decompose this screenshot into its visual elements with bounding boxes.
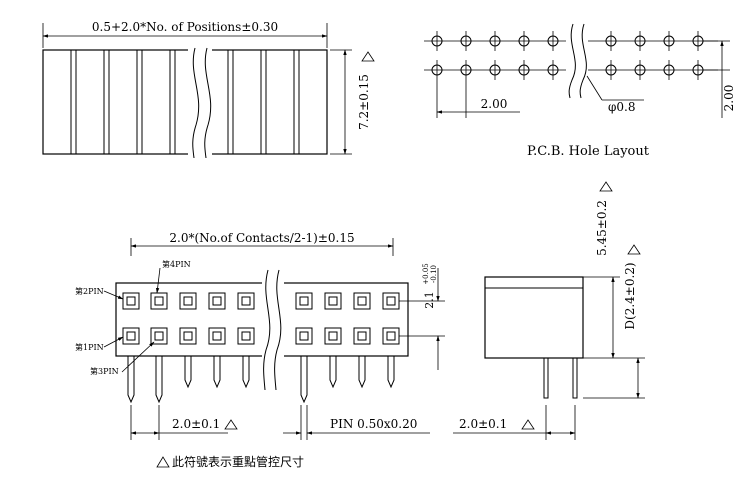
hole [634, 31, 646, 51]
side-pin [572, 357, 578, 399]
front-length-dim: 2.0*(No.of Contacts/2-1)±0.15 [169, 231, 354, 245]
pcb-layout-title: P.C.B. Hole Layout [527, 144, 650, 159]
hole [547, 31, 559, 51]
row-pitch-dim: 2.1 [423, 291, 436, 309]
hole [605, 31, 617, 51]
hole [605, 60, 617, 80]
pcb-holes [431, 31, 704, 118]
contact-pin [242, 356, 250, 389]
contact-pin [387, 356, 395, 389]
contact-slot [122, 327, 140, 345]
break-symbol [566, 22, 588, 99]
hole [460, 31, 472, 51]
contact-pin [300, 356, 308, 404]
contact-slot [353, 292, 371, 310]
contact-slot [122, 292, 140, 310]
pin1-label: 第1PIN [75, 342, 104, 352]
hole [489, 60, 501, 80]
top-height-dim: 7.2±0.15 [357, 74, 371, 130]
pcb-hole-layout: 2.00 φ0.8 2.00 P.C.B. Hole Layout [424, 22, 736, 159]
pcb-hole-dia-dim: φ0.8 [608, 100, 636, 114]
side-depth-dim: D(2.4±0.2) [623, 262, 637, 329]
contact-slot [208, 327, 226, 345]
contact-slot [353, 327, 371, 345]
row-pitch-tol-plus: +0.05 [422, 263, 430, 284]
side-pitch-dim: 2.0±0.1 [459, 417, 507, 431]
contact-slot [295, 292, 313, 310]
contact-pins [127, 356, 395, 404]
contact-slot [208, 292, 226, 310]
break-symbol [188, 44, 212, 160]
contact-slot [179, 292, 197, 310]
critical-dim-triangle [599, 181, 613, 192]
contact-slot [324, 292, 342, 310]
pcb-pitch-y-dim: 2.00 [722, 85, 736, 112]
hole [431, 31, 443, 51]
legend: 此符號表示重點管控尺寸 [156, 454, 304, 469]
top-length-dim: 0.5+2.0*No. of Positions±0.30 [92, 20, 278, 34]
contact-slot [179, 327, 197, 345]
pcb-pitch-x-dim: 2.00 [481, 97, 508, 111]
contact-slot [237, 292, 255, 310]
contact-pin [329, 356, 337, 389]
top-grooves [70, 50, 300, 154]
pin3-label: 第3PIN [90, 366, 119, 376]
front-view: 2.0*(No.of Contacts/2-1)±0.15 [75, 231, 445, 440]
hole [663, 31, 675, 51]
side-height-dim: 5.45±0.2 [595, 200, 609, 256]
critical-dim-triangle [627, 244, 641, 255]
pin2-label: 第2PIN [75, 286, 104, 296]
side-pin [543, 357, 549, 399]
side-view: 5.45±0.2 D(2.4±0.2) 2.0±0.1 [453, 181, 645, 440]
hole [634, 60, 646, 80]
contact-slot [150, 327, 168, 345]
hole [489, 31, 501, 51]
hole [547, 60, 559, 80]
front-pitch-dim: 2.0±0.1 [172, 417, 220, 431]
contact-pin [358, 356, 366, 389]
legend-note: 此符號表示重點管控尺寸 [172, 454, 304, 469]
break-symbol [262, 266, 284, 392]
top-view: 0.5+2.0*No. of Positions±0.30 7.2±0 [42, 20, 375, 160]
contact-pin [127, 356, 135, 404]
hole [518, 60, 530, 80]
critical-dim-triangle [521, 419, 535, 430]
contact-pin [184, 356, 192, 389]
hole [663, 60, 675, 80]
critical-dim-triangle [361, 51, 375, 62]
contact-slot [237, 327, 255, 345]
critical-dim-triangle [224, 419, 238, 430]
hole [431, 60, 443, 118]
critical-dim-triangle [156, 456, 170, 468]
hole [518, 31, 530, 51]
pin-size-dim: PIN 0.50x0.20 [330, 417, 417, 431]
contact-pin [155, 356, 163, 404]
pin4-label: 第4PIN [162, 259, 191, 269]
contact-slot [324, 327, 342, 345]
row-pitch-tol-minus: -0.10 [430, 265, 438, 283]
contact-pin [213, 356, 221, 389]
contact-slot [295, 327, 313, 345]
hole [460, 60, 472, 118]
